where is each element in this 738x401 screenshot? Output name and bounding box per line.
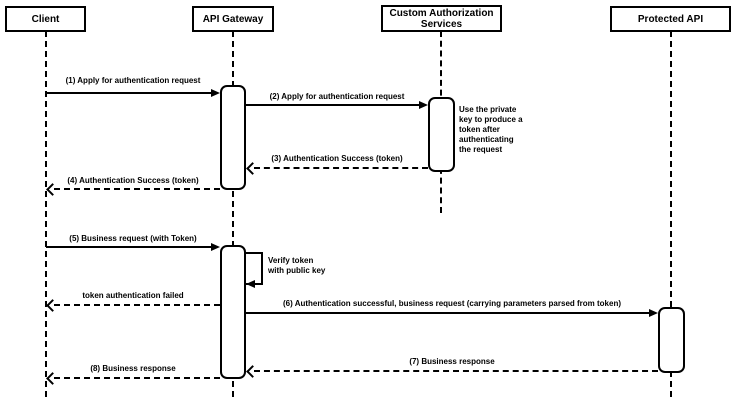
lifeline-api-gateway bbox=[232, 31, 234, 397]
message-5-arrowhead bbox=[211, 243, 220, 251]
message-1-line bbox=[46, 92, 211, 94]
note-private-key: Use the private key to produce a token a… bbox=[459, 105, 523, 154]
participant-custom-auth-box: Custom Authorization Services bbox=[381, 5, 502, 32]
message-4-label: (4) Authentication Success (token) bbox=[67, 176, 199, 185]
message-7-label: (7) Business response bbox=[409, 357, 495, 366]
message-6-arrowhead bbox=[649, 309, 658, 317]
message-1-arrowhead bbox=[211, 89, 220, 97]
activation-protected-api bbox=[658, 307, 685, 373]
lifeline-client bbox=[45, 31, 47, 397]
message-auth-failed-arrowhead bbox=[46, 299, 59, 312]
participant-api-gateway-box: API Gateway bbox=[192, 6, 274, 32]
message-7-arrowhead bbox=[246, 365, 259, 378]
message-auth-failed-line bbox=[54, 304, 220, 306]
message-auth-failed-label: token authentication failed bbox=[82, 291, 184, 300]
activation-api-gateway-2 bbox=[220, 245, 246, 379]
message-8-arrowhead bbox=[46, 372, 59, 385]
message-8-line bbox=[54, 377, 220, 379]
message-1-label: (1) Apply for authentication request bbox=[65, 76, 201, 85]
self-message-label: Verify token with public key bbox=[268, 256, 326, 275]
message-6-label: (6) Authentication successful, business … bbox=[282, 299, 622, 308]
message-3-line bbox=[254, 167, 428, 169]
message-4-line bbox=[54, 188, 220, 190]
message-3-arrowhead bbox=[246, 162, 259, 175]
message-3-label: (3) Authentication Success (token) bbox=[271, 154, 403, 163]
message-5-label: (5) Business request (with Token) bbox=[69, 234, 197, 243]
message-5-line bbox=[46, 246, 211, 248]
activation-custom-auth bbox=[428, 97, 455, 172]
self-message-arrowhead bbox=[246, 280, 255, 288]
message-2-arrowhead bbox=[419, 101, 428, 109]
message-8-label: (8) Business response bbox=[90, 364, 176, 373]
participant-client-box: Client bbox=[5, 6, 86, 32]
message-2-line bbox=[246, 104, 419, 106]
message-7-line bbox=[254, 370, 658, 372]
participant-protected-api-box: Protected API bbox=[610, 6, 731, 32]
lifeline-protected-api bbox=[670, 31, 672, 397]
message-6-line bbox=[246, 312, 649, 314]
message-2-label: (2) Apply for authentication request bbox=[269, 92, 405, 101]
activation-api-gateway-1 bbox=[220, 85, 246, 190]
